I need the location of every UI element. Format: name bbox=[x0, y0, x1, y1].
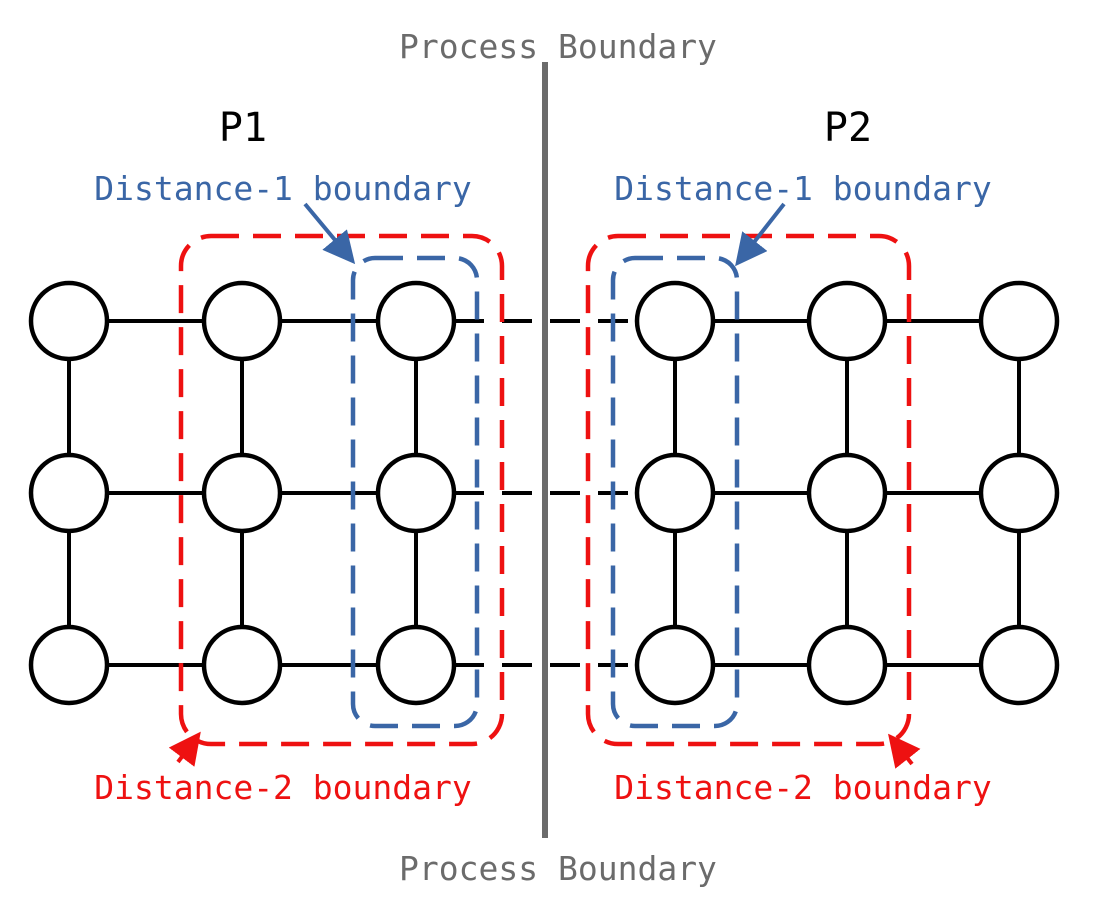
distance-2-arrow-p2 bbox=[888, 733, 921, 769]
graph-nodes bbox=[28, 280, 1060, 706]
distance-1-arrow-p2 bbox=[735, 202, 786, 267]
node-p1 bbox=[201, 624, 283, 706]
node-p2 bbox=[806, 452, 888, 534]
node-p1 bbox=[201, 280, 283, 362]
node-p2 bbox=[806, 280, 888, 362]
distance-2-arrow-p1 bbox=[168, 731, 201, 767]
node-p1 bbox=[375, 280, 457, 362]
distance-1-label-p1: Distance-1 boundary bbox=[94, 169, 472, 208]
node-p1 bbox=[28, 452, 110, 534]
node-p1 bbox=[375, 452, 457, 534]
node-p1 bbox=[375, 624, 457, 706]
node-p1 bbox=[28, 624, 110, 706]
node-p2 bbox=[634, 624, 716, 706]
node-p2 bbox=[978, 452, 1060, 534]
node-p2 bbox=[978, 280, 1060, 362]
node-p1 bbox=[201, 452, 283, 534]
distance-1-arrow-p1 bbox=[303, 202, 356, 265]
node-p2 bbox=[634, 452, 716, 534]
node-p2 bbox=[978, 624, 1060, 706]
distance-1-label-p2: Distance-1 boundary bbox=[614, 169, 992, 208]
process-boundary-label-top: Process Boundary bbox=[399, 27, 717, 66]
distance-1-boundary-p1 bbox=[350, 255, 480, 729]
partition-label-p2: P2 bbox=[824, 105, 872, 151]
distance-2-label-p1: Distance-2 boundary bbox=[94, 768, 472, 807]
distance-1-boundary-p2 bbox=[610, 255, 740, 729]
node-p2 bbox=[806, 624, 888, 706]
distance-2-label-p2: Distance-2 boundary bbox=[614, 768, 992, 807]
partition-label-p1: P1 bbox=[219, 105, 267, 151]
node-p1 bbox=[28, 280, 110, 362]
process-boundary-label-bottom: Process Boundary bbox=[399, 849, 717, 888]
node-p2 bbox=[634, 280, 716, 362]
